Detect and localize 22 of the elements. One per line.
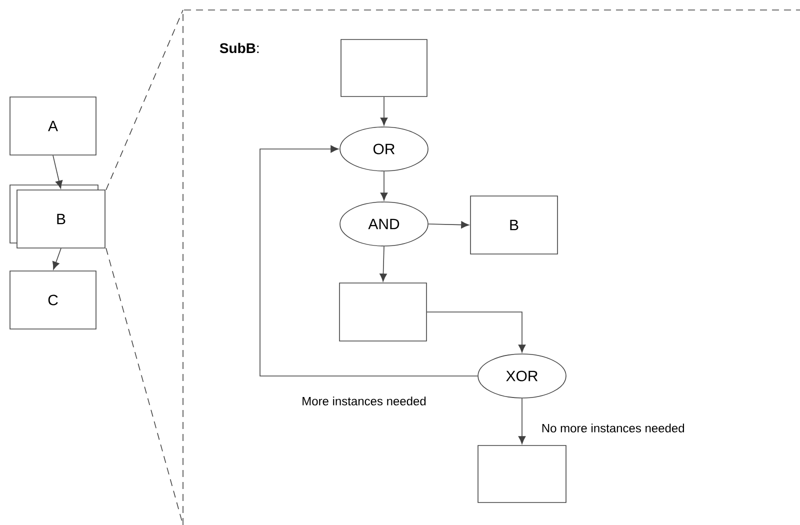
heading: SubB: xyxy=(220,42,259,54)
edge-label: More instances needed xyxy=(302,396,426,406)
ellipse-node: OR xyxy=(340,126,428,172)
arrow xyxy=(52,248,62,270)
arrow xyxy=(380,96,388,126)
empty-box xyxy=(339,282,427,342)
arrow xyxy=(428,221,470,228)
ellipse-node: XOR xyxy=(478,354,566,398)
stacked-box: B xyxy=(10,184,106,248)
ellipse-node: AND xyxy=(340,202,428,246)
arrow xyxy=(52,155,63,189)
arrow xyxy=(260,145,478,376)
process-box: B xyxy=(470,196,558,254)
process-box: A xyxy=(10,96,96,156)
edge-label: No more instances needed xyxy=(542,424,684,432)
arrow xyxy=(426,312,526,353)
empty-box xyxy=(340,39,428,97)
arrow xyxy=(380,171,388,201)
process-box: C xyxy=(10,270,96,330)
arrow xyxy=(380,246,387,282)
empty-box xyxy=(478,445,566,503)
arrow xyxy=(518,398,526,444)
